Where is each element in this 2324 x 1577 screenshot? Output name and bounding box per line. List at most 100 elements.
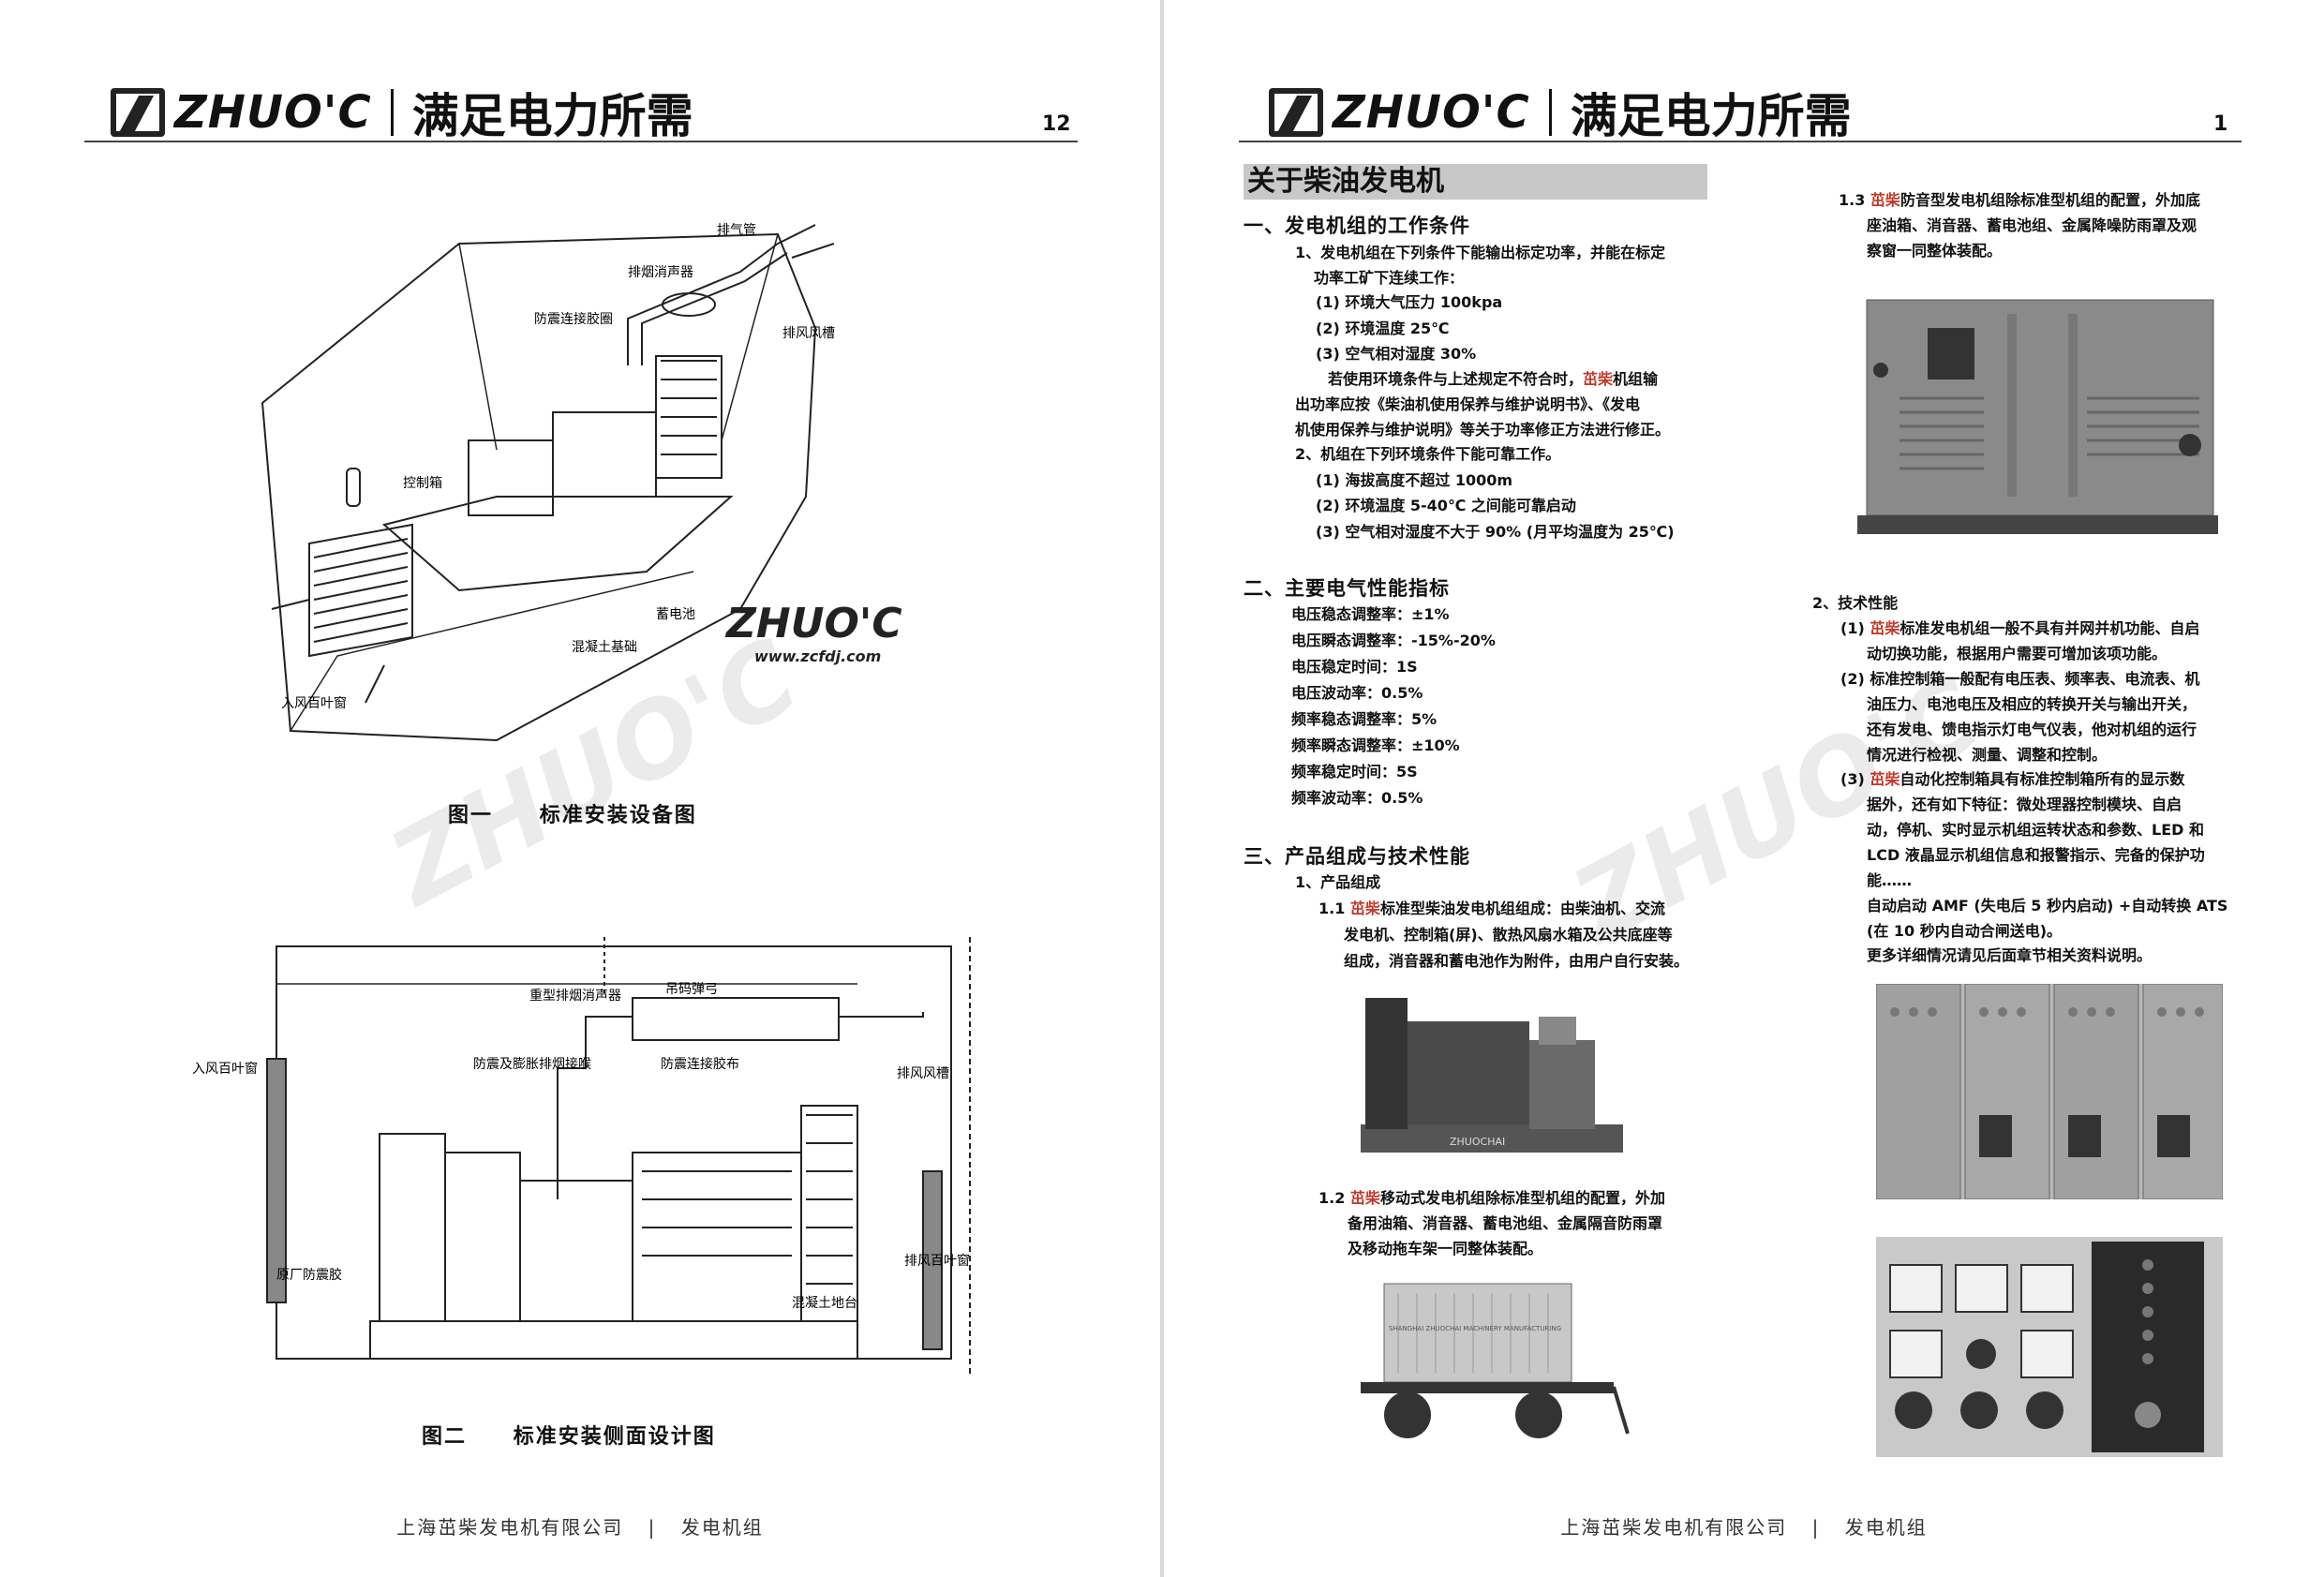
figure2-caption-text: 标准安装侧面设计图 [513,1425,716,1449]
s3-i11: 1.1 茁柴标准型柴油发电机组组成：由柴油机、交流 [1318,896,1665,921]
fig2-label-air-inlet: 入风百叶窗 [192,1061,258,1077]
figure2-caption-number: 图二 [422,1425,468,1449]
footer: 上海茁柴发电机有限公司 | 发电机组 [1164,1512,2324,1540]
c2-i13b: 防音型发电机组除标准型机组的配置，外加底 [1899,191,2200,209]
header-logo: ZHUO'C 满足电力所需 [1269,82,1852,143]
brand-logo-icon [111,88,165,137]
s1-p2d: 机使用保养与维护说明》等关于功率修正方法进行修正。 [1295,421,1671,439]
s2-item-6: 频率稳定时间：5S [1291,763,1418,781]
fig1-label-anti-vibration: 防震连接胶圈 [534,311,613,327]
s1-c3: (3) 空气相对湿度 30% [1316,345,1477,363]
section-title: 关于柴油发电机 [1244,164,1707,200]
engine-text: ZHUOCHAI [1450,1136,1505,1148]
header-divider [390,89,394,136]
brand-logo-icon [1269,88,1323,137]
s1-d2: (2) 环境温度 5-40℃ 之间能可靠启动 [1316,497,1576,514]
c2-q3f: 能…… [1867,871,1913,889]
website-stamp: ZHUO'C www.zcfdj.com [726,600,902,665]
s1-c2: (2) 环境温度 25℃ [1316,320,1450,337]
c2-q3-brand: 茁柴 [1870,770,1900,788]
figure1-caption-text: 标准安装设备图 [539,804,697,827]
s1-p2c: 出功率应按《柴油机使用保养与维护说明书》、《发电 [1295,395,1641,413]
header-logo: ZHUO'C 满足电力所需 [111,82,693,143]
c2-q1-brand: 茁柴 [1870,619,1900,637]
c2-q2b: 油压力、电池电压及相应的转换开关与输出开关， [1867,695,2197,713]
fig2-label-exhaust-louver: 排风百叶窗 [904,1253,970,1269]
fig1-label-exhaust-air-duct: 排风风槽 [782,326,835,341]
c2-q1a: (1) [1840,619,1870,637]
figure1-caption-number: 图一 [448,804,494,827]
fig2-label-anti-vibration-bellows: 防震及膨胀排烟接喉 [473,1056,591,1072]
s1-title: 一、发电机组的工作条件 [1244,215,1470,237]
c2-q3e: LCD 液晶显示机组信息和报警指示、完备的保护功 [1867,846,2205,864]
s1-p1b: 功率工矿下连续工作： [1314,269,1465,287]
fig1-label-battery: 蓄电池 [656,607,695,622]
fig1-label-exhaust-muffler: 排烟消声器 [628,265,693,280]
s3-i12c: 备用油箱、消音器、蓄电池组、金属隔音防雨罩 [1348,1214,1663,1232]
control-cabinet-photo [1876,984,2223,1199]
c2-q6: 更多详细情况请见后面章节相关资料说明。 [1867,946,2153,964]
fig1-label-air-inlet: 入风百叶窗 [281,695,347,711]
footer-category: 发电机组 [680,1516,764,1539]
left-page: ZHUO'C 满足电力所需 12 [0,0,1160,1577]
c2-t2: 2、技术性能 [1812,594,1899,612]
header-divider [1548,89,1552,136]
s2-item-1: 电压瞬态调整率：-15%-20% [1291,632,1496,649]
s1-p2-brand: 茁柴 [1583,370,1614,388]
s1-c1: (1) 环境大气压力 100kpa [1316,293,1503,311]
figure2-side-view-drawing: 重型排烟消声器 吊码弹弓 入风百叶窗 防震及膨胀排烟接喉 防震连接胶布 排风风槽… [192,937,971,1377]
s3-i12d: 及移动拖车架一同整体装配。 [1348,1240,1543,1257]
s1-p2b: 机组输 [1613,370,1659,388]
c2-i13: 1.3 茁柴防音型发电机组除标准型机组的配置，外加底 [1839,187,2200,213]
brand-slogan: 满足电力所需 [1570,88,1852,143]
header-rule [84,141,1078,142]
s3-i12b: 移动式发电机组除标准型机组的配置，外加 [1379,1189,1665,1207]
s3-i11a: 1.1 [1318,900,1350,917]
s1-p3: 2、机组在下列环境条件下能可靠工作。 [1295,445,1561,463]
c2-q1c: 动切换功能，根据用户需要可增加该项功能。 [1867,645,2168,662]
brand-slogan: 满足电力所需 [411,88,693,143]
footer-company: 上海茁柴发电机有限公司 [396,1516,624,1539]
trailer-generator-photo: SHANGHAI ZHUOCHAI MACHINERY MANUFACTURIN… [1351,1274,1632,1448]
footer-divider: | [648,1516,657,1539]
s1-p2a: 若使用环境条件与上述规定不符合时， [1328,370,1584,388]
c2-i13d: 察窗一同整体装配。 [1867,242,2003,260]
header-rule [1239,141,2242,142]
figure1-caption: 图一 标准安装设备图 [448,798,697,828]
fig2-label-concrete-base: 混凝土地台 [792,1296,857,1311]
s3-i12-brand: 茁柴 [1349,1189,1380,1207]
s2-item-5: 频率瞬态调整率：±10% [1291,736,1460,754]
s2-title: 二、主要电气性能指标 [1244,577,1450,600]
fig2-label-anti-vibration-cloth: 防震连接胶布 [661,1056,739,1072]
c2-q4: 自动启动 AMF (失电后 5 秒内启动) +自动转换 ATS [1867,897,2228,915]
s2-item-7: 频率波动率：0.5% [1291,789,1423,807]
s1-p1: 1、发电机组在下列条件下能输出标定功率，并能在标定 [1295,244,1666,261]
meters-illustration [1889,1242,2204,1452]
trailer-illustration: SHANGHAI ZHUOCHAI MACHINERY MANUFACTURIN… [1361,1283,1630,1438]
generator-illustration: ZHUOCHAI [1361,998,1623,1153]
s3-i11-brand: 茁柴 [1349,900,1380,917]
s2-item-4: 频率稳态调整率：5% [1291,710,1438,728]
silent-generator-photo [1843,295,2227,543]
silent-genset-illustration [1857,299,2218,534]
open-frame-generator-photo: ZHUOCHAI [1356,984,1628,1157]
control-cabinet-illustration [1876,984,2223,1199]
s2-item-3: 电压波动率：0.5% [1291,684,1423,702]
fig1-label-exhaust-pipe: 排气管 [717,223,756,238]
s3-i11b: 标准型柴油发电机组组成：由柴油机、交流 [1379,900,1665,917]
footer-divider: | [1811,1516,1821,1539]
c2-i13-brand: 茁柴 [1870,191,1900,209]
s3-i11d: 组成，消音器和蓄电池作为附件，由用户自行安装。 [1344,952,1690,970]
s3-i11c: 发电机、控制箱(屏)、散热风扇水箱及公共底座等 [1344,926,1673,944]
figure1-installation-drawing: 排气管 排烟消声器 防震连接胶圈 排风风槽 控制箱 蓄电池 混凝土基础 入风百叶… [261,223,835,742]
fig1-label-control-box: 控制箱 [403,476,442,491]
s3-sub: 1、产品组成 [1295,873,1381,891]
s1-d3: (3) 空气相对湿度不大于 90% (月平均温度为 25℃) [1316,523,1675,541]
c2-i13c: 座油箱、消音器、蓄电池组、金属降噪防雨罩及观 [1867,216,2197,234]
fig2-label-heavy-muffler: 重型排烟消声器 [529,989,621,1004]
c2-q3d: 动，停机、实时显示机组运转状态和参数、LED 和 [1867,821,2204,839]
right-page: ZHUO'C 满足电力所需 1 关于柴油发电机 一、发电机组的工作条件 1、发电… [1164,0,2324,1577]
fig1-label-concrete-base: 混凝土基础 [572,639,637,655]
control-panel-meters-photo [1876,1237,2223,1457]
c2-q3a: (3) [1840,770,1870,788]
